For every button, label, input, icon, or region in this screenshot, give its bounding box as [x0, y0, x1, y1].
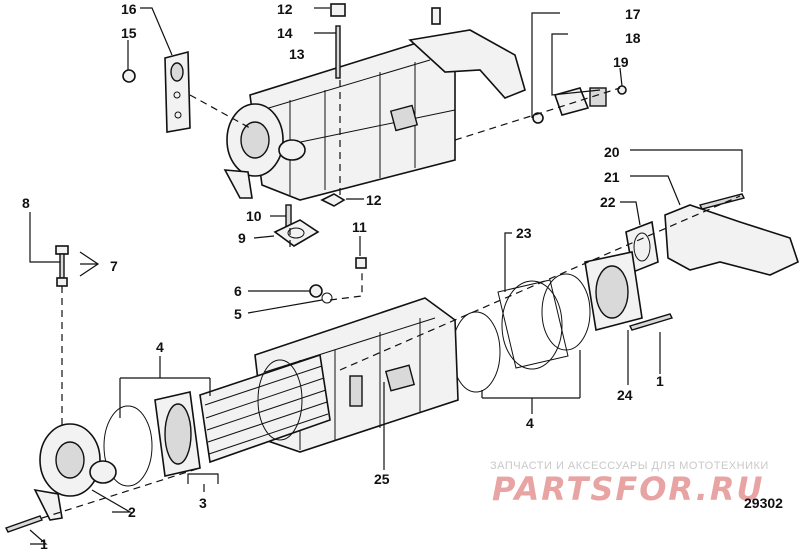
callout-19: 19: [613, 54, 629, 70]
callout-13: 13: [289, 46, 305, 62]
o-ring-4-left: [103, 405, 153, 487]
callout-3: 3: [199, 495, 207, 511]
o-ring-4-right-b: [541, 273, 591, 351]
nut-15: [122, 69, 136, 83]
callout-22: 22: [600, 194, 616, 210]
callout-14: 14: [277, 25, 293, 41]
plug-11: [355, 257, 367, 269]
o-ring-4-right-a: [451, 311, 501, 393]
callout-4-right: 4: [526, 415, 534, 431]
tube-bundle-25: [199, 353, 331, 464]
fitting-6: [309, 284, 323, 298]
callout-17: 17: [625, 6, 641, 22]
figure-number: 29302: [744, 495, 783, 511]
watermark-tagline: ЗАПЧАСТИ И АКСЕССУАРЫ ДЛЯ МОТОТЕХНИКИ: [490, 460, 769, 472]
callout-10: 10: [246, 208, 262, 224]
callout-4-left: 4: [156, 339, 164, 355]
callout-11: 11: [352, 219, 367, 235]
callout-18: 18: [625, 30, 641, 46]
bolt-8-7: [55, 245, 69, 287]
pin-top: [431, 7, 441, 25]
callout-24: 24: [617, 387, 633, 403]
tube-sheet-3: [154, 391, 201, 477]
nut-12-lower: [320, 193, 346, 207]
callout-8: 8: [22, 195, 30, 211]
callout-21: 21: [604, 169, 620, 185]
end-cap-2: [33, 423, 117, 521]
gasket-23: [497, 279, 569, 370]
gasket-9: [273, 219, 320, 247]
callout-1-right: 1: [656, 373, 664, 389]
watermark-brand: PARTSFOR.RU: [492, 470, 764, 508]
callout-7: 7: [110, 258, 118, 274]
callout-5: 5: [234, 306, 242, 322]
callout-9: 9: [238, 230, 246, 246]
callout-20: 20: [604, 144, 620, 160]
stud-10: [285, 204, 292, 228]
callout-12-top: 12: [277, 1, 293, 17]
washer-5: [321, 292, 333, 304]
upper-cooler-assembly: [223, 29, 526, 201]
callout-1-left: 1: [40, 536, 48, 552]
bolt-1-left: [5, 515, 43, 533]
bolt-20: [698, 193, 746, 210]
flange-24: [584, 251, 643, 331]
callout-15: 15: [121, 25, 137, 41]
sensor-parts-17-19: [532, 85, 627, 124]
stud-14: [335, 25, 341, 79]
nut-12-top: [330, 3, 346, 17]
bolt-1-right: [629, 313, 673, 331]
callout-2: 2: [128, 504, 136, 520]
callout-25: 25: [374, 471, 390, 487]
callout-23: 23: [516, 225, 532, 241]
callout-6: 6: [234, 283, 242, 299]
callout-16: 16: [121, 1, 137, 17]
callout-12-lower: 12: [366, 192, 382, 208]
bracket-16: [164, 50, 191, 133]
elbow-21: [664, 204, 799, 276]
